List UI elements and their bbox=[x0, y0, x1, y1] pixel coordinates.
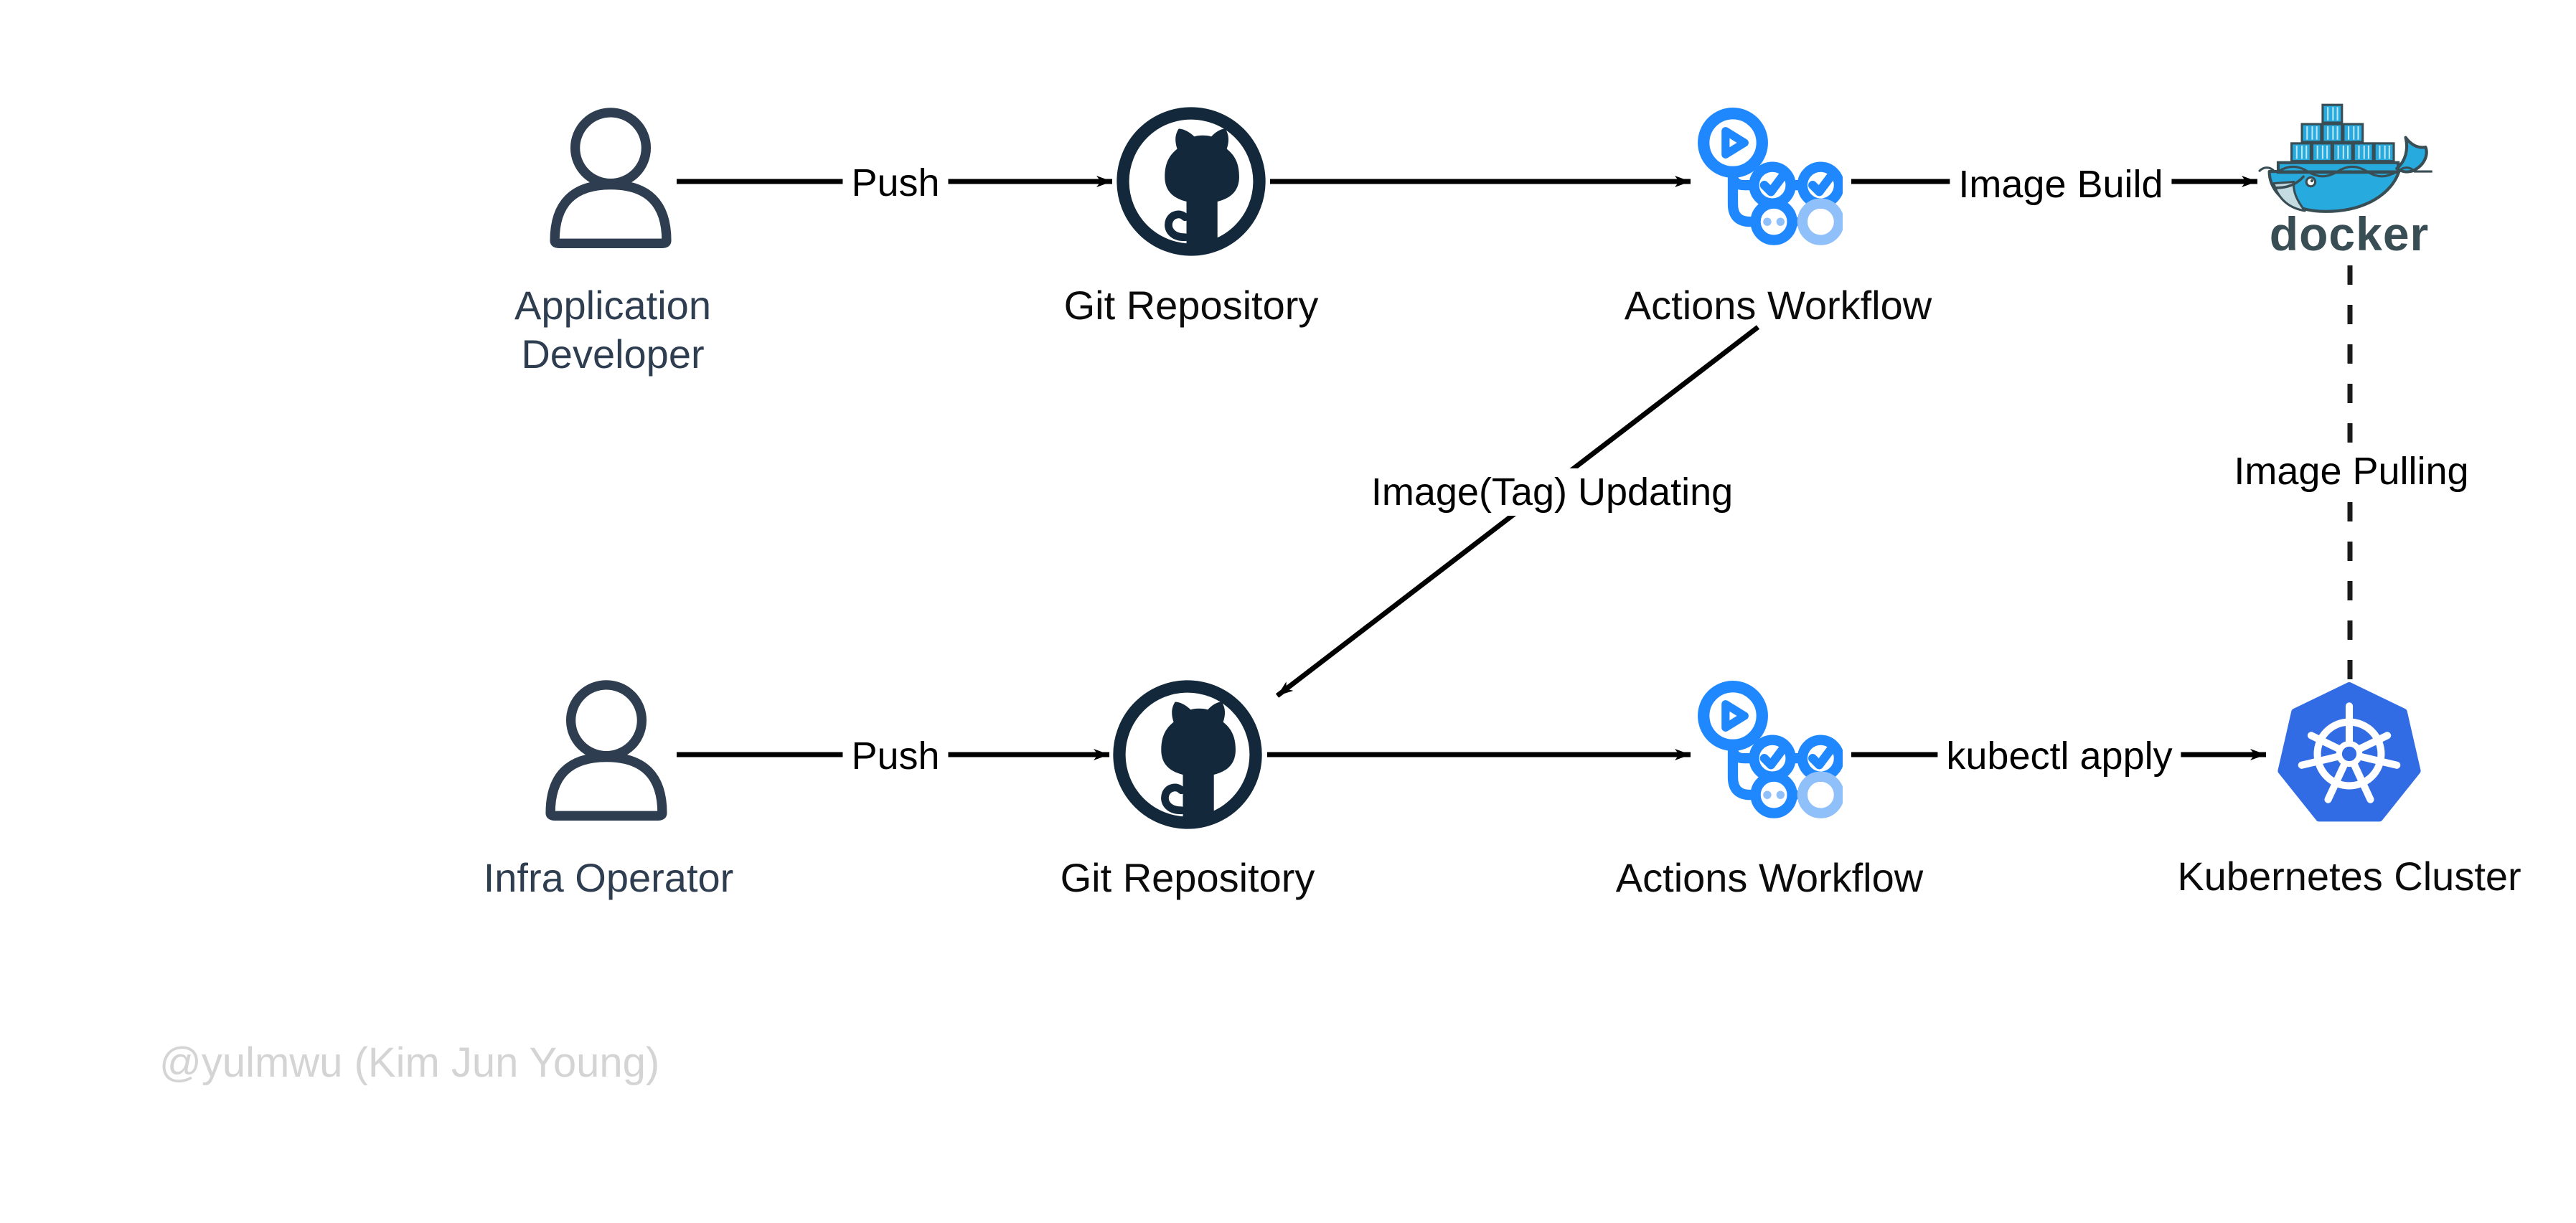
watermark-text: @yulmwu (Kim Jun Young) bbox=[159, 1039, 660, 1086]
node-label-actions-workflow-top: Actions Workflow bbox=[1624, 283, 1932, 328]
edge-label-push-bottom: Push bbox=[842, 732, 949, 780]
node-label-application-developer: Application Developer bbox=[514, 283, 711, 377]
node-label-git-repository-top: Git Repository bbox=[1063, 283, 1319, 328]
github-actions-icon bbox=[1698, 681, 1843, 818]
person-icon bbox=[545, 680, 667, 821]
docker-wordmark: docker bbox=[2269, 207, 2430, 260]
node-label-infra-operator: Infra Operator bbox=[483, 855, 734, 900]
edge-label-image-build: Image Build bbox=[1950, 161, 2172, 208]
edge-label-image-pulling: Image Pulling bbox=[2225, 448, 2478, 495]
edge-label-push-top: Push bbox=[842, 159, 949, 207]
github-icon bbox=[1113, 680, 1262, 829]
edge-label-kubectl-apply: kubectl apply bbox=[1937, 732, 2181, 780]
kubernetes-icon bbox=[2277, 682, 2421, 822]
edge-label-image-tag-updating: Image(Tag) Updating bbox=[1362, 468, 1742, 516]
github-icon bbox=[1117, 107, 1266, 256]
docker-logo-icon bbox=[2257, 103, 2432, 213]
node-label-git-repository-bottom: Git Repository bbox=[1060, 855, 1315, 900]
node-label-actions-workflow-bottom: Actions Workflow bbox=[1615, 855, 1924, 900]
github-actions-icon bbox=[1698, 108, 1843, 245]
person-icon bbox=[550, 108, 672, 248]
node-label-kubernetes-cluster: Kubernetes Cluster bbox=[2177, 854, 2521, 899]
